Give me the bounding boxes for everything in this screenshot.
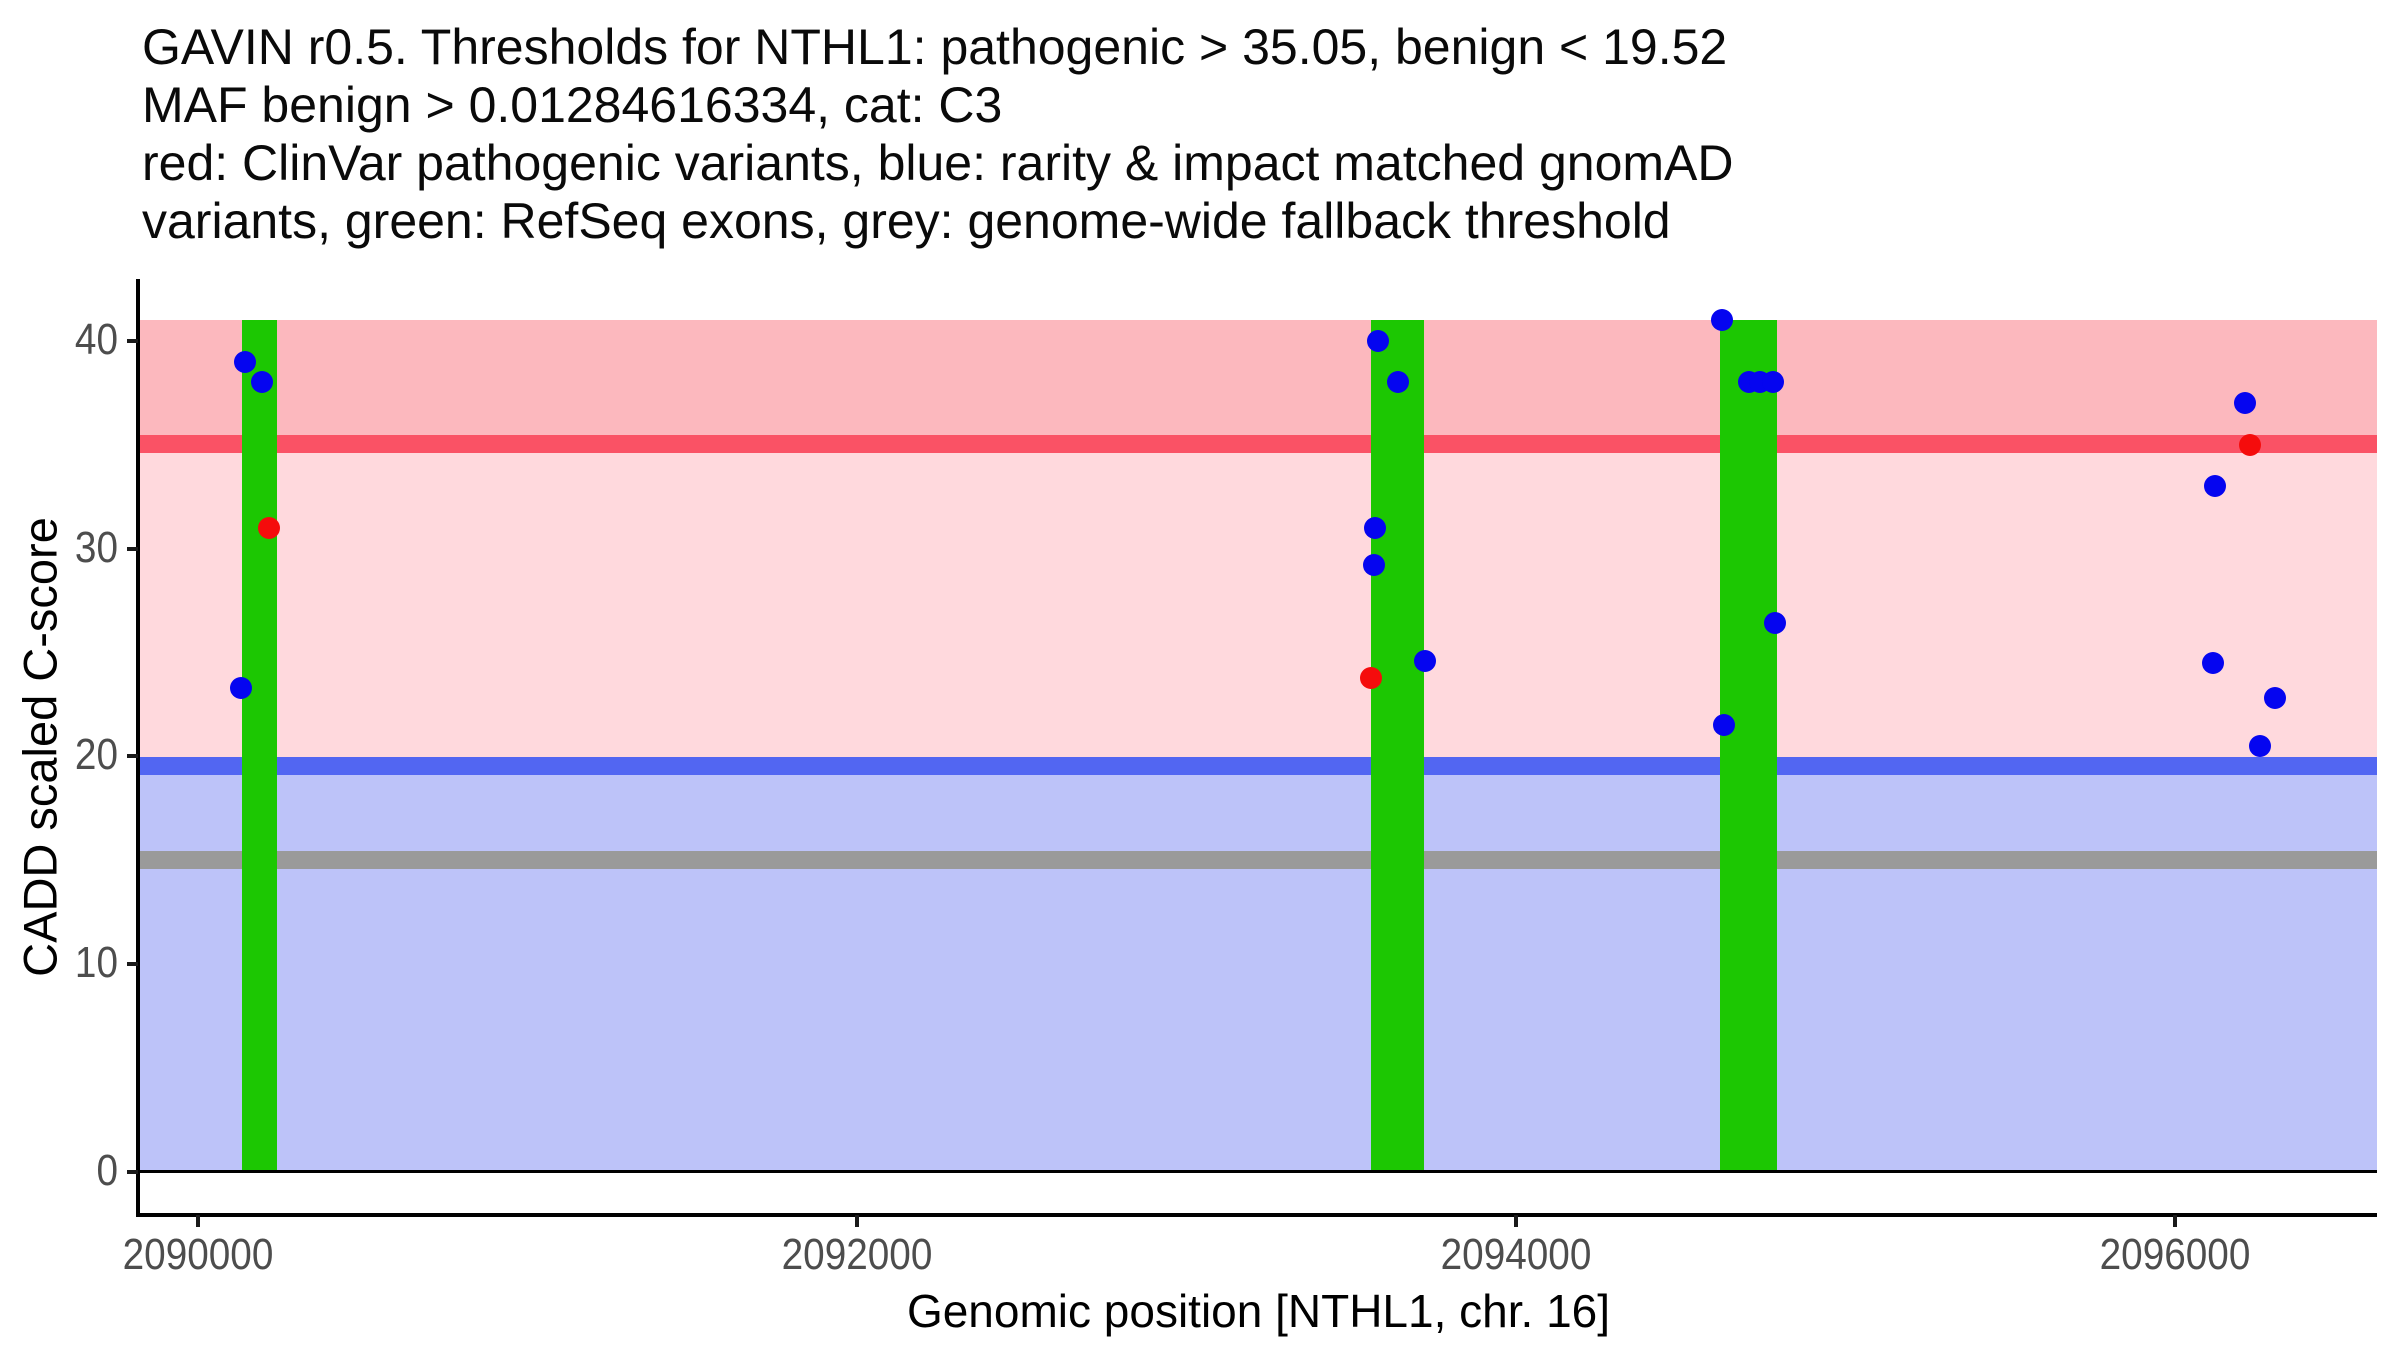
- gnomad-matched-point: [1763, 612, 1786, 635]
- y-tick-mark: [127, 1169, 138, 1174]
- figure-title: GAVIN r0.5. Thresholds for NTHL1: pathog…: [142, 18, 1733, 250]
- clinvar-pathogenic-point: [257, 516, 280, 539]
- x-tick-label: 2094000: [1440, 1230, 1592, 1279]
- gnomad-matched-point: [2204, 475, 2227, 498]
- refseq-exon-bar: [1371, 320, 1425, 1172]
- gnomad-matched-point: [2264, 687, 2287, 710]
- y-tick-label: 20: [74, 730, 118, 780]
- refseq-exon-bar: [1719, 320, 1777, 1172]
- benign-region: [140, 766, 2377, 1172]
- x-tick-label: 2090000: [122, 1230, 274, 1279]
- x-tick-label: 2096000: [2099, 1230, 2251, 1279]
- y-tick-label: 10: [74, 938, 118, 988]
- gnomad-matched-point: [1363, 516, 1386, 539]
- gnomad-matched-point: [1362, 554, 1385, 577]
- y-tick-label: 30: [74, 522, 118, 572]
- gnomad-matched-point: [1366, 329, 1389, 352]
- x-tick-mark: [1514, 1215, 1518, 1227]
- gnomad-matched-point: [1387, 371, 1410, 394]
- y-tick-mark: [127, 338, 138, 343]
- x-tick-mark: [854, 1215, 859, 1227]
- x-tick-mark: [2173, 1215, 2177, 1227]
- gnomad-matched-point: [1710, 309, 1733, 332]
- gnomad-matched-point: [250, 371, 273, 394]
- y-tick-mark: [127, 754, 138, 759]
- y-tick-mark: [127, 546, 138, 551]
- y-tick-label: 40: [74, 314, 118, 364]
- gnomad-matched-point: [1712, 714, 1735, 737]
- clinvar-pathogenic-point: [2238, 433, 2261, 456]
- plot-panel: [140, 279, 2377, 1215]
- gnomad-matched-point: [229, 676, 252, 699]
- pathogenic-region: [140, 320, 2377, 444]
- x-axis-line: [136, 1213, 2377, 1217]
- gnomad-matched-point: [1414, 649, 1437, 672]
- intermediate-region: [140, 443, 2377, 767]
- gnomad-matched-point: [1762, 371, 1785, 394]
- genome-wide-fallback-line: [140, 851, 2377, 870]
- title-line-2: MAF benign > 0.01284616334, cat: C3: [142, 77, 1003, 133]
- title-line-1: GAVIN r0.5. Thresholds for NTHL1: pathog…: [142, 19, 1728, 75]
- y-tick-label: 0: [96, 1145, 118, 1195]
- pathogenic-threshold-line: [140, 434, 2377, 453]
- clinvar-pathogenic-point: [1360, 666, 1383, 689]
- y-axis-line: [136, 279, 140, 1217]
- gnomad-matched-point: [234, 350, 257, 373]
- x-axis-title: Genomic position [NTHL1, chr. 16]: [906, 1285, 1611, 1337]
- x-tick-mark: [195, 1215, 200, 1227]
- benign-threshold-line: [140, 757, 2377, 776]
- gnomad-matched-point: [2234, 392, 2257, 415]
- y-tick-mark: [127, 962, 138, 967]
- gnomad-matched-point: [2202, 651, 2225, 674]
- refseq-exon-bar: [242, 320, 278, 1172]
- zero-baseline: [140, 1170, 2377, 1174]
- x-tick-label: 2092000: [781, 1230, 933, 1279]
- title-line-3: red: ClinVar pathogenic variants, blue: …: [142, 135, 1734, 191]
- y-axis-title: CADD scaled C-score: [13, 517, 67, 977]
- title-line-4: variants, green: RefSeq exons, grey: gen…: [142, 193, 1671, 249]
- gnomad-matched-point: [2249, 735, 2272, 758]
